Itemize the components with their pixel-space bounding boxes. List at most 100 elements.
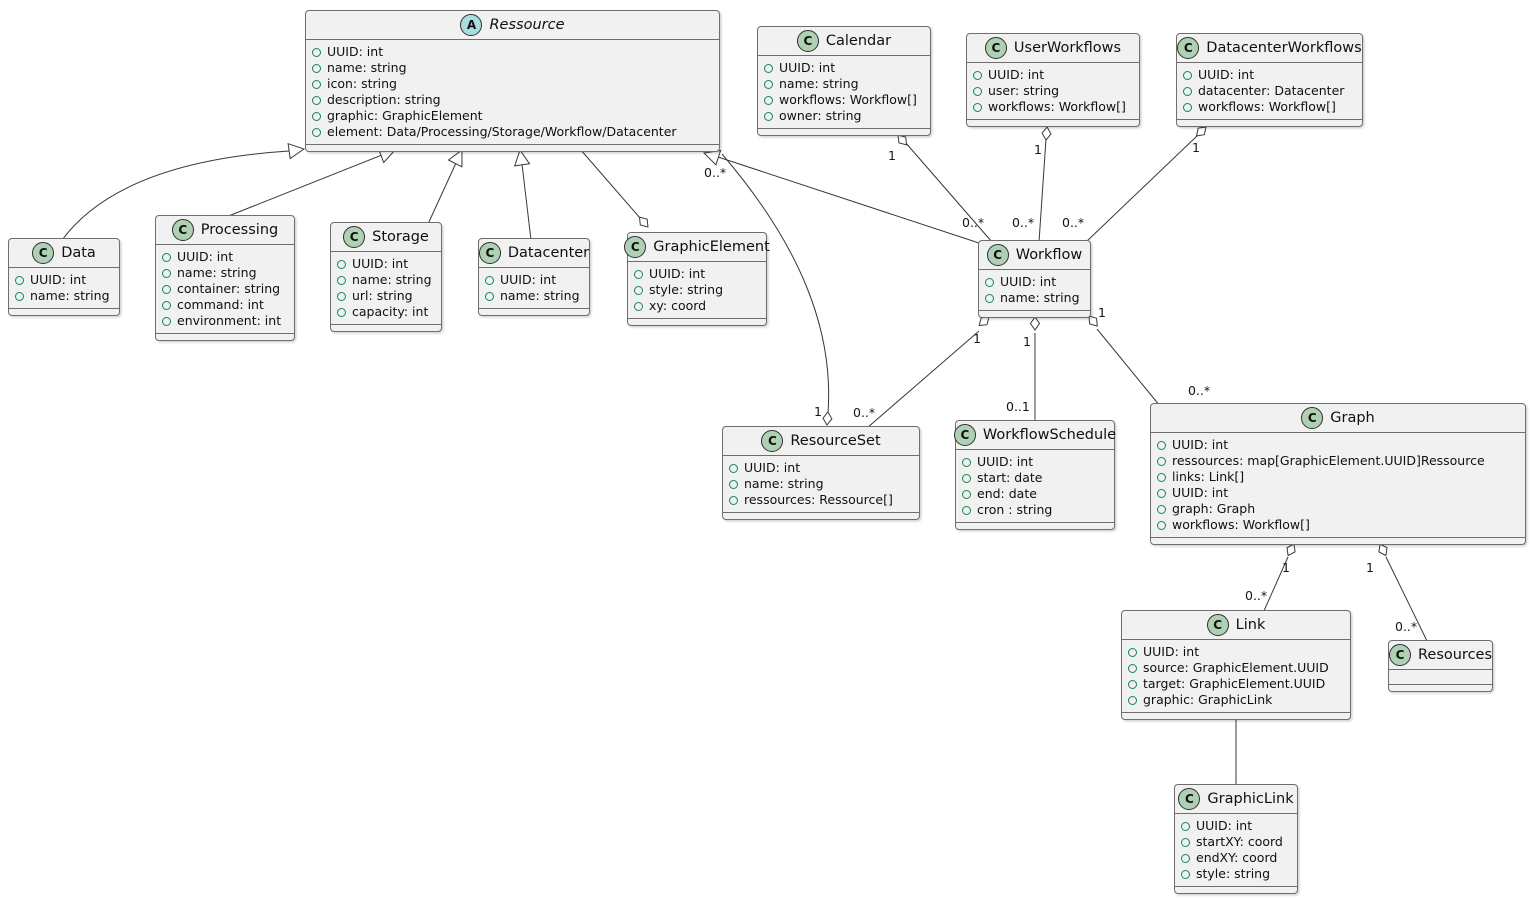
attribute-text: user: string (988, 83, 1060, 98)
attribute-text: UUID: int (977, 454, 1034, 469)
multiplicity-label: 0..* (704, 165, 726, 180)
attribute-row: UUID: int (729, 460, 911, 476)
class-name: Ressource (489, 17, 565, 33)
class-icon: C (478, 242, 501, 264)
multiplicity-label: 1 (1282, 560, 1290, 575)
field-visibility-icon (634, 285, 643, 295)
aggregation-diamond-icon (822, 411, 833, 426)
class-name: GraphicLink (1207, 791, 1294, 807)
edge-workflow-resourceset-aggregation (866, 330, 980, 429)
attribute-text: datacenter: Datacenter (1198, 83, 1345, 98)
class-name: GraphicElement (653, 239, 770, 255)
inheritance-triangle-icon (702, 149, 722, 166)
attribute-text: UUID: int (177, 249, 234, 264)
attribute-text: icon: string (327, 76, 397, 91)
multiplicity-label: 0..* (1188, 383, 1210, 398)
attribute-row: startXY: coord (1181, 834, 1289, 850)
attribute-text: workflows: Workflow[] (1172, 517, 1310, 532)
attribute-row: target: GraphicElement.UUID (1128, 676, 1342, 692)
multiplicity-label: 1 (814, 404, 822, 419)
attribute-row: container: string (162, 281, 286, 297)
field-visibility-icon (973, 86, 982, 96)
class-icon: C (1178, 788, 1201, 810)
field-visibility-icon (764, 111, 773, 121)
class-icon: C (953, 424, 976, 446)
attribute-text: name: string (1000, 290, 1080, 305)
attribute-text: UUID: int (327, 44, 384, 59)
attribute-row: UUID: int (162, 249, 286, 265)
attribute-row: UUID: int (1183, 67, 1354, 83)
edge-datacenterworkflows-workflow-aggregation (1085, 134, 1199, 243)
field-visibility-icon (1157, 472, 1166, 482)
attribute-text: ressources: Ressource[] (744, 492, 893, 507)
attribute-text: UUID: int (500, 272, 557, 287)
field-visibility-icon (162, 316, 171, 326)
class-methods-compartment (723, 513, 919, 519)
field-visibility-icon (1128, 647, 1137, 657)
field-visibility-icon (973, 102, 982, 112)
attribute-row: name: string (162, 265, 286, 281)
field-visibility-icon (1181, 821, 1190, 831)
attribute-text: ressources: map[GraphicElement.UUID]Ress… (1172, 453, 1485, 468)
field-visibility-icon (985, 293, 994, 303)
attribute-row: UUID: int (337, 256, 433, 272)
field-visibility-icon (312, 63, 321, 73)
attribute-text: UUID: int (1172, 485, 1229, 500)
edge-resourceset-ressource-aggregation (721, 153, 830, 414)
attribute-text: target: GraphicElement.UUID (1143, 676, 1326, 691)
field-visibility-icon (162, 284, 171, 294)
attribute-text: name: string (779, 76, 859, 91)
attribute-text: UUID: int (744, 460, 801, 475)
attribute-row: UUID: int (985, 274, 1082, 290)
attribute-text: xy: coord (649, 298, 707, 313)
attribute-text: workflows: Workflow[] (1198, 99, 1336, 114)
attribute-row: endXY: coord (1181, 850, 1289, 866)
class-methods-compartment (1151, 538, 1525, 544)
attribute-text: startXY: coord (1196, 834, 1283, 849)
attribute-text: style: string (649, 282, 724, 297)
class-methods-compartment (758, 129, 930, 135)
class-name: Link (1235, 617, 1266, 633)
attribute-text: command: int (177, 297, 264, 312)
attribute-row: environment: int (162, 313, 286, 329)
aggregation-diamond-icon (1041, 126, 1052, 141)
class-name: Workflow (1015, 247, 1083, 263)
field-visibility-icon (485, 275, 494, 285)
attribute-row: source: GraphicElement.UUID (1128, 660, 1342, 676)
field-visibility-icon (634, 269, 643, 279)
attribute-row: UUID: int (312, 44, 711, 60)
multiplicity-label: 1 (1366, 560, 1374, 575)
attribute-row: url: string (337, 288, 433, 304)
field-visibility-icon (1183, 86, 1192, 96)
multiplicity-label: 1 (1098, 305, 1106, 320)
attribute-text: links: Link[] (1172, 469, 1245, 484)
attribute-row: ressources: map[GraphicElement.UUID]Ress… (1157, 453, 1517, 469)
attribute-text: element: Data/Processing/Storage/Workflo… (327, 124, 677, 139)
class-name: Graph (1330, 410, 1375, 426)
field-visibility-icon (729, 463, 738, 473)
field-visibility-icon (962, 505, 971, 515)
inheritance-triangle-icon (287, 142, 306, 160)
class-methods-compartment (956, 523, 1114, 529)
attribute-row: workflows: Workflow[] (1157, 517, 1517, 533)
attribute-text: UUID: int (988, 67, 1045, 82)
field-visibility-icon (764, 79, 773, 89)
field-visibility-icon (962, 473, 971, 483)
class-methods-compartment (979, 311, 1090, 317)
attribute-row: name: string (337, 272, 433, 288)
